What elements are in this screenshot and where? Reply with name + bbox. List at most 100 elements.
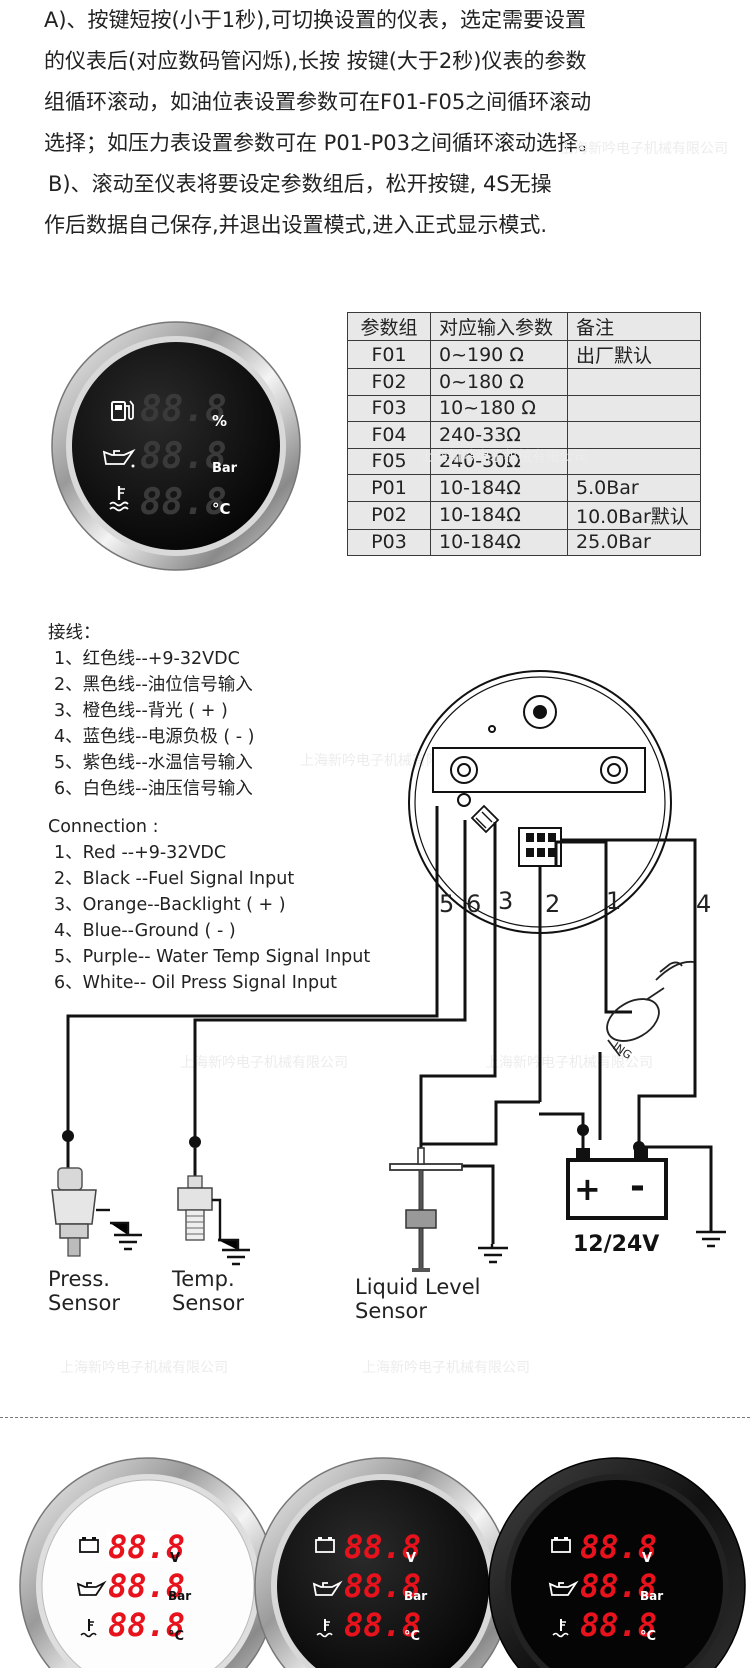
sensor-label-line: Liquid Level [355,1275,481,1299]
table-cell: F03 [347,394,431,422]
ground-icon [478,1244,508,1264]
table-header-cell: 备注 [567,312,701,341]
table-row: F05 240-30Ω [347,447,701,475]
led-display: 88.8 [344,1528,421,1566]
unit-label: Bar [168,1589,191,1603]
table-cell: 5.0Bar [567,474,701,502]
coolant-temp-icon [316,1619,333,1638]
table-cell [567,421,701,449]
watermark-text: 上海新吟电子机械有限公司 [180,1055,348,1071]
wiring-item-en: 4、Blue--Ground ( - ) [54,921,236,941]
coolant-temp-icon [80,1619,97,1638]
oil-can-icon [102,448,136,468]
unit-label: Bar [404,1589,427,1603]
gauge-bottom-white-contents: 88.8 88.8 88.8 V Bar °C [76,1528,191,1644]
unit-label: V [170,1551,180,1566]
wiring-item-cn: 3、橙色线--背光 ( + ) [54,701,228,721]
coolant-temp-icon [552,1619,569,1638]
wiring-item-en: 3、Orange--Backlight ( + ) [54,895,286,915]
fuel-icon [111,400,134,421]
wiring-item-cn: 1、红色线--+9-32VDC [54,649,240,669]
table-cell: 25.0Bar [567,528,701,556]
wiring-item-cn: 5、紫色线--水温信号输入 [54,753,253,773]
wire-number: 6 [466,890,481,918]
sensor-label-line: Sensor [48,1291,120,1315]
wiring-legend: 接线： 1、红色线--+9-32VDC 2、黑色线--油位信号输入 3、橙色线-… [48,620,370,996]
table-cell: F05 [347,447,431,475]
led-display: 88.8 [580,1606,657,1644]
instruction-line: B)、滚动至仪表将要设定参数组后，松开按键, 4S无操 [48,172,552,196]
wires [66,806,697,1244]
led-display: 88.8 [344,1567,421,1605]
sensor-label-line: Sensor [355,1299,427,1323]
gauge-bottom-black-black-contents: 88.8 88.8 88.8 V Bar °C [548,1528,663,1644]
instruction-line: A)、按键短按(小于1秒),可切换设置的仪表，选定需要设置 [44,8,586,32]
led-display: 88.8 [140,436,227,477]
led-display: 88.8 [580,1567,657,1605]
watermark-text: 上海新吟电子机械有限公司 [420,449,588,465]
battery-plus: + [574,1170,601,1208]
table-cell: 10~180 Ω [430,394,568,422]
watermark-text: 上海新吟电子机械有限公司 [300,753,468,769]
unit-label: V [642,1551,652,1566]
wiring-title-en: Connection : [48,817,159,837]
unit-label: °C [640,1629,656,1644]
table-cell: P03 [347,528,431,556]
temperature-sensor-icon [177,1136,222,1242]
gauge-top: 88.8 88.8 88.8 % Bar °C [51,321,301,571]
led-display: 88.8 [108,1606,185,1644]
unit-label: Bar [640,1589,663,1603]
section-divider [0,1417,750,1418]
led-display: 88.8 [140,389,227,430]
liquid-level-sensor-icon [389,1147,463,1272]
gauge-bottom-black-chrome-contents: 88.8 88.8 88.8 V Bar °C [312,1528,427,1644]
table-cell [567,394,701,422]
wiring-item-cn: 2、黑色线--油位信号输入 [54,675,253,695]
watermark-text: 上海新吟电子机械有限公司 [362,1360,530,1376]
table-header-row: 参数组 对应输入参数 备注 [347,312,701,341]
table-cell: 出厂默认 [567,340,701,369]
unit-label: % [212,412,227,430]
battery-small-icon [315,1537,335,1553]
ground-icon [110,1221,142,1251]
wiring-item-en: 6、White-- Oil Press Signal Input [54,973,338,993]
wiring-item-cn: 6、白色线--油压信号输入 [54,779,253,799]
wiring-item-en: 5、Purple-- Water Temp Signal Input [54,947,371,967]
oil-can-icon [312,1580,343,1596]
instruction-line: 作后数据自己保存,并退出设置模式,进入正式显示模式. [44,213,548,237]
led-display: 88.8 [108,1567,185,1605]
table-cell: 240-30Ω [430,447,568,475]
table-row: P02 10-184Ω 10.0Bar默认 [347,500,701,530]
gauge-rear-view [408,670,672,934]
ignition-switch-icon: ING [606,960,695,1062]
instruction-line: 的仪表后(对应数码管闪烁),长按 按键(大于2秒)仪表的参数 [44,49,587,73]
wire-number: 3 [498,887,513,915]
led-display: 88.8 [344,1606,421,1644]
battery-minus: - [630,1166,645,1207]
table-cell: F01 [347,340,431,369]
table-cell [567,368,701,396]
led-display: 88.8 [140,482,227,523]
led-display: 88.8 [108,1528,185,1566]
wire-number: 4 [696,890,711,918]
gauge-bottom-black-black [488,1457,746,1668]
unit-label: °C [212,500,231,518]
pressure-sensor-icon [51,1130,110,1257]
unit-label: °C [168,1629,184,1644]
table-cell: 0~190 Ω [430,340,568,369]
table-cell: 0~180 Ω [430,368,568,396]
temp-sensor-label: Temp. Sensor [172,1267,244,1315]
led-display: 88.8 [580,1528,657,1566]
table-cell: 240-33Ω [430,421,568,449]
ground-icon [696,1230,726,1248]
table-row: F02 0~180 Ω [347,368,701,396]
instruction-line: 选择；如压力表设置参数可在 P01-P03之间循环滚动选择。 [44,131,600,155]
watermark-text: 上海新吟电子机械有限公司 [485,1055,653,1071]
wire-number: 1 [606,887,621,915]
oil-can-icon [548,1580,579,1596]
wiring-title-cn: 接线： [48,623,101,643]
sensor-label-line: Sensor [172,1291,244,1315]
table-row: P03 10-184Ω 25.0Bar [347,528,701,556]
battery-icon: + - [566,1130,668,1220]
